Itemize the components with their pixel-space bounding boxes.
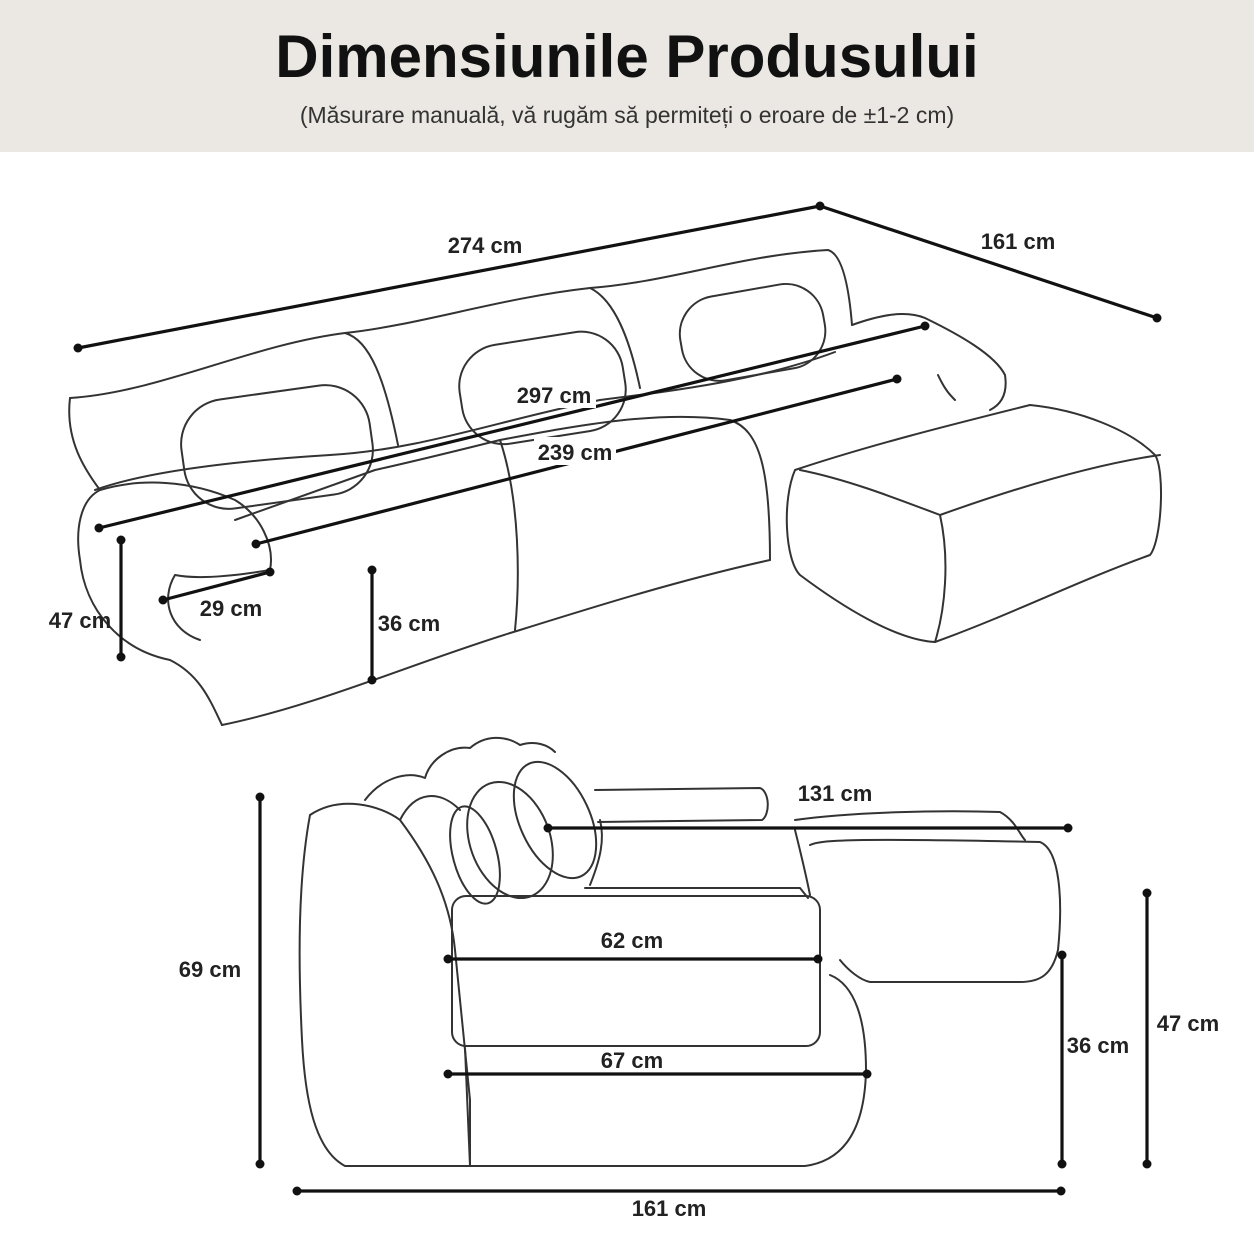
header-band — [0, 0, 1254, 152]
label-69: 69 cm — [179, 957, 241, 982]
sofa-perspective-illustration — [68, 249, 1162, 726]
label-161-top: 161 cm — [981, 229, 1056, 254]
side-view-dimensions: 131 cm 62 cm 67 cm 69 cm 36 cm 47 cm 161… — [179, 781, 1219, 1221]
label-161-bottom: 161 cm — [632, 1196, 707, 1221]
dim-line-161-top — [818, 204, 1159, 320]
label-131: 131 cm — [798, 781, 873, 806]
label-29: 29 cm — [200, 596, 262, 621]
label-67: 67 cm — [601, 1048, 663, 1073]
label-297: 297 cm — [517, 383, 592, 408]
label-47-side: 47 cm — [1157, 1011, 1219, 1036]
label-62: 62 cm — [601, 928, 663, 953]
dim-line-274 — [76, 204, 822, 350]
label-239: 239 cm — [538, 440, 613, 465]
sofa-side-illustration — [298, 736, 1062, 1167]
page-subtitle: (Măsurare manuală, vă rugăm să permiteți… — [299, 102, 955, 128]
dim-line-297 — [97, 324, 927, 530]
label-274: 274 cm — [448, 233, 523, 258]
page-title: Dimensiunile Produsului — [275, 23, 979, 90]
dim-line-29 — [161, 570, 272, 602]
label-47-arm: 47 cm — [49, 608, 111, 633]
top-view-dimensions: 274 cm 161 cm 297 cm 239 cm 47 cm 29 cm … — [49, 201, 1162, 685]
label-36-side: 36 cm — [1067, 1033, 1129, 1058]
label-36-seat: 36 cm — [378, 611, 440, 636]
